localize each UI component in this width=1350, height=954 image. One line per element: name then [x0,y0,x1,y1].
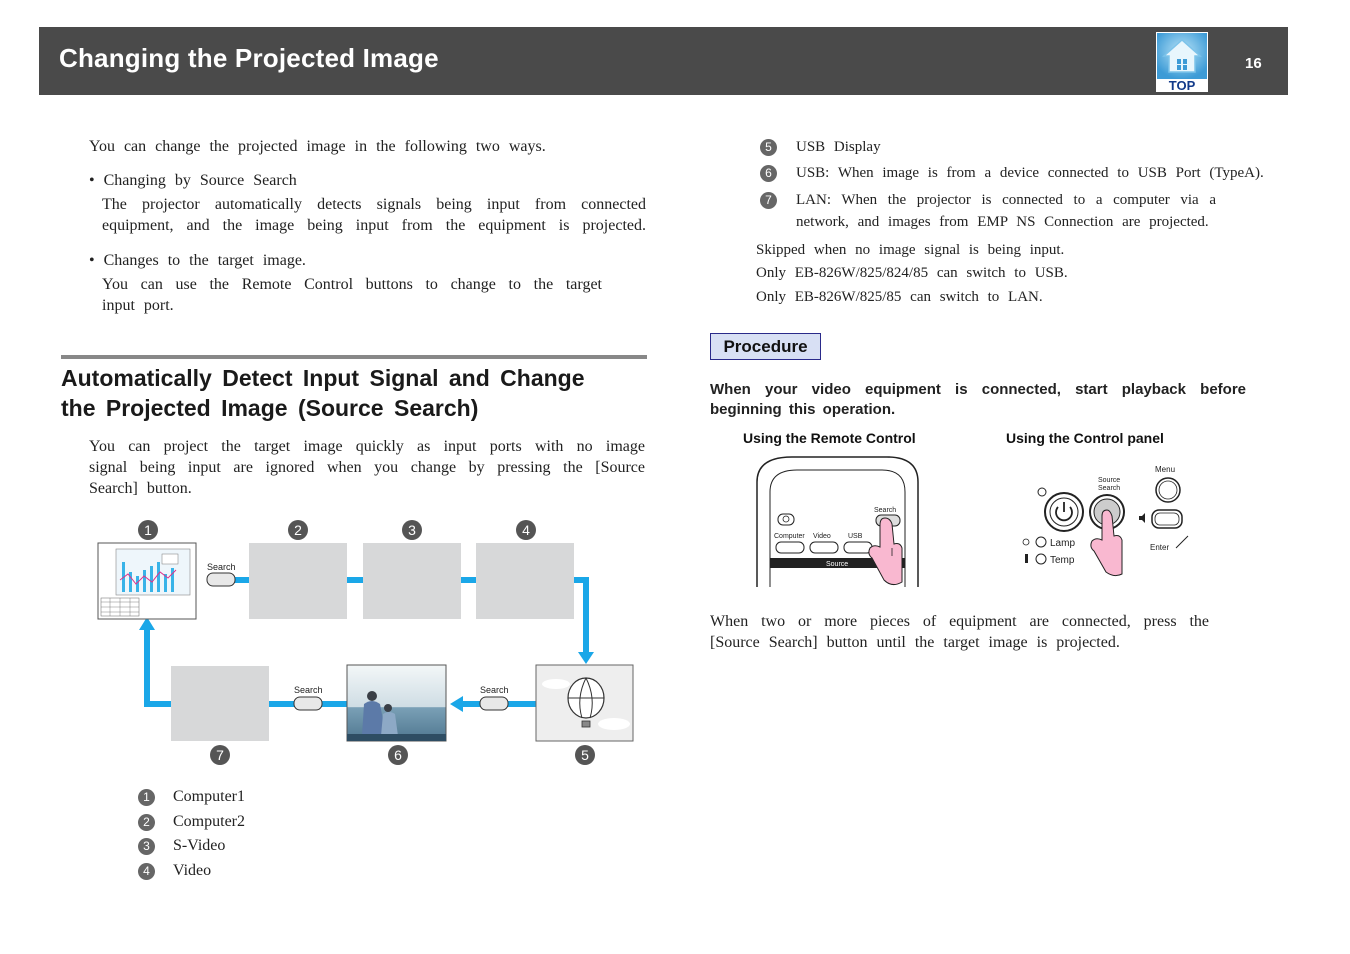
search-label-3: Search [480,685,509,695]
search-button-1: Search [206,562,236,587]
bullet-1-title: • Changing by Source Search [89,172,297,189]
section-heading: Automatically Detect Input Signal and Ch… [61,363,647,423]
remote-control-illustration: Search Computer Video USB Source [756,456,919,587]
search-label-1: Search [207,562,236,572]
legend-label: Video [173,862,212,879]
note-1: Skipped when no image signal is being in… [756,242,1065,258]
procedure-instruction-line-2: beginning this operation. [710,401,896,418]
diagram-number-1: 1 [138,520,158,540]
flow-arrow-return [144,628,347,707]
panel-caption: Using the Control panel [1006,430,1164,446]
remote-usb-label: USB [848,533,863,540]
legend-number-6: 6 [760,165,777,182]
legend-item-1: 1 Computer1 [138,786,245,807]
screen-usb-photo [346,664,447,742]
section-rule [61,355,647,359]
search-button-3: Search [479,685,509,711]
home-icon [1157,33,1207,91]
remote-computer-label: Computer [774,533,805,540]
bullet-1-desc-line-2: equipment, and the image being input fro… [102,217,646,234]
screen-usb-display [535,664,634,742]
panel-lamp-label: Lamp [1050,538,1075,549]
page-title: Changing the Projected Image [59,43,439,73]
page-header: Changing the Projected Image TOP 16 [39,27,1288,95]
diagram-number-3: 3 [402,520,422,540]
top-label: TOP [1168,78,1196,93]
screen-computer2 [249,543,347,619]
section-para-line-1: You can project the target image quickly… [89,438,645,455]
panel-enter-label: Enter [1150,543,1169,552]
bullet-2-desc-line-1: You can use the Remote Control buttons t… [102,276,602,293]
diagram-number-5: 5 [575,745,595,765]
source-search-diagram: Search Search Search [97,542,634,742]
legend-label: S-Video [173,837,226,854]
remote-source-label: Source [826,561,848,568]
bullet-2-title: • Changes to the target image. [89,252,306,269]
section-para-line-2: signal being input are ignored when you … [89,459,645,476]
arrowhead-down [578,652,594,664]
section-heading-line-2: the Projected Image (Source Search) [61,395,479,421]
arrowhead-up [139,617,155,630]
remote-video-label: Video [813,533,831,540]
legend-number-5: 5 [760,139,777,156]
legend-label-7-line-1: LAN: When the projector is connected to … [796,192,1216,208]
diagram-number-7: 7 [210,745,230,765]
procedure-instruction-line-1: When your video equipment is connected, … [710,381,1246,398]
intro-lead: You can change the projected image in th… [89,138,546,155]
panel-search-label: Search [1098,485,1120,492]
bullet-1-title-text: Changing by Source Search [103,172,297,189]
section-para-line-3: Search] button. [89,480,192,497]
legend-label: Computer2 [173,813,245,830]
screen-lan [171,666,269,741]
diagram-number-4: 4 [516,520,536,540]
screen-computer1 [97,542,197,620]
legend-number-7: 7 [760,192,777,209]
remote-caption: Using the Remote Control [743,430,916,446]
legend-item-3: 3 S-Video [138,835,225,856]
panel-source-label: Source [1098,477,1120,484]
procedure-badge: Procedure [710,333,821,360]
closing-line-1: When two or more pieces of equipment are… [710,613,1209,630]
legend-number: 1 [138,789,155,806]
procedure-instruction: When your video equipment is connected, … [710,380,1246,420]
panel-menu-label: Menu [1155,465,1175,474]
legend-label-6: USB: When image is from a device connect… [796,165,1264,181]
page-number: 16 [1245,55,1262,72]
arrowhead-left-1 [450,696,463,712]
legend-item-2: 2 Computer2 [138,811,245,832]
legend-label-7-line-2: network, and images from EMP NS Connecti… [796,214,1209,230]
legend-number: 2 [138,814,155,831]
search-button-2: Search [293,685,323,711]
section-heading-line-1: Automatically Detect Input Signal and Ch… [61,365,585,391]
procedure-label: Procedure [723,337,808,356]
legend-number: 4 [138,863,155,880]
remote-search-label: Search [874,507,896,514]
search-label-2: Search [294,685,323,695]
diagram-number-6: 6 [388,745,408,765]
screen-video [476,543,574,619]
screen-s-video [363,543,461,619]
legend-label: Computer1 [173,788,245,805]
legend-item-4: 4 Video [138,860,211,881]
note-3: Only EB-826W/825/85 can switch to LAN. [756,289,1043,305]
legend-number: 3 [138,838,155,855]
bullet-2-title-text: Changes to the target image. [103,252,306,269]
note-2: Only EB-826W/825/824/85 can switch to US… [756,265,1068,281]
closing-line-2: [Source Search] button until the target … [710,634,1120,651]
diagram-number-2: 2 [288,520,308,540]
bullet-2-desc-line-2: input port. [102,297,174,314]
top-link-button[interactable]: TOP [1156,32,1208,93]
bullet-1-desc-line-1: The projector automatically detects sign… [102,196,646,213]
control-panel-illustration: Source Search Menu Lamp Temp Enter [1022,465,1189,577]
legend-label-5: USB Display [796,139,881,155]
panel-temp-label: Temp [1050,555,1075,566]
